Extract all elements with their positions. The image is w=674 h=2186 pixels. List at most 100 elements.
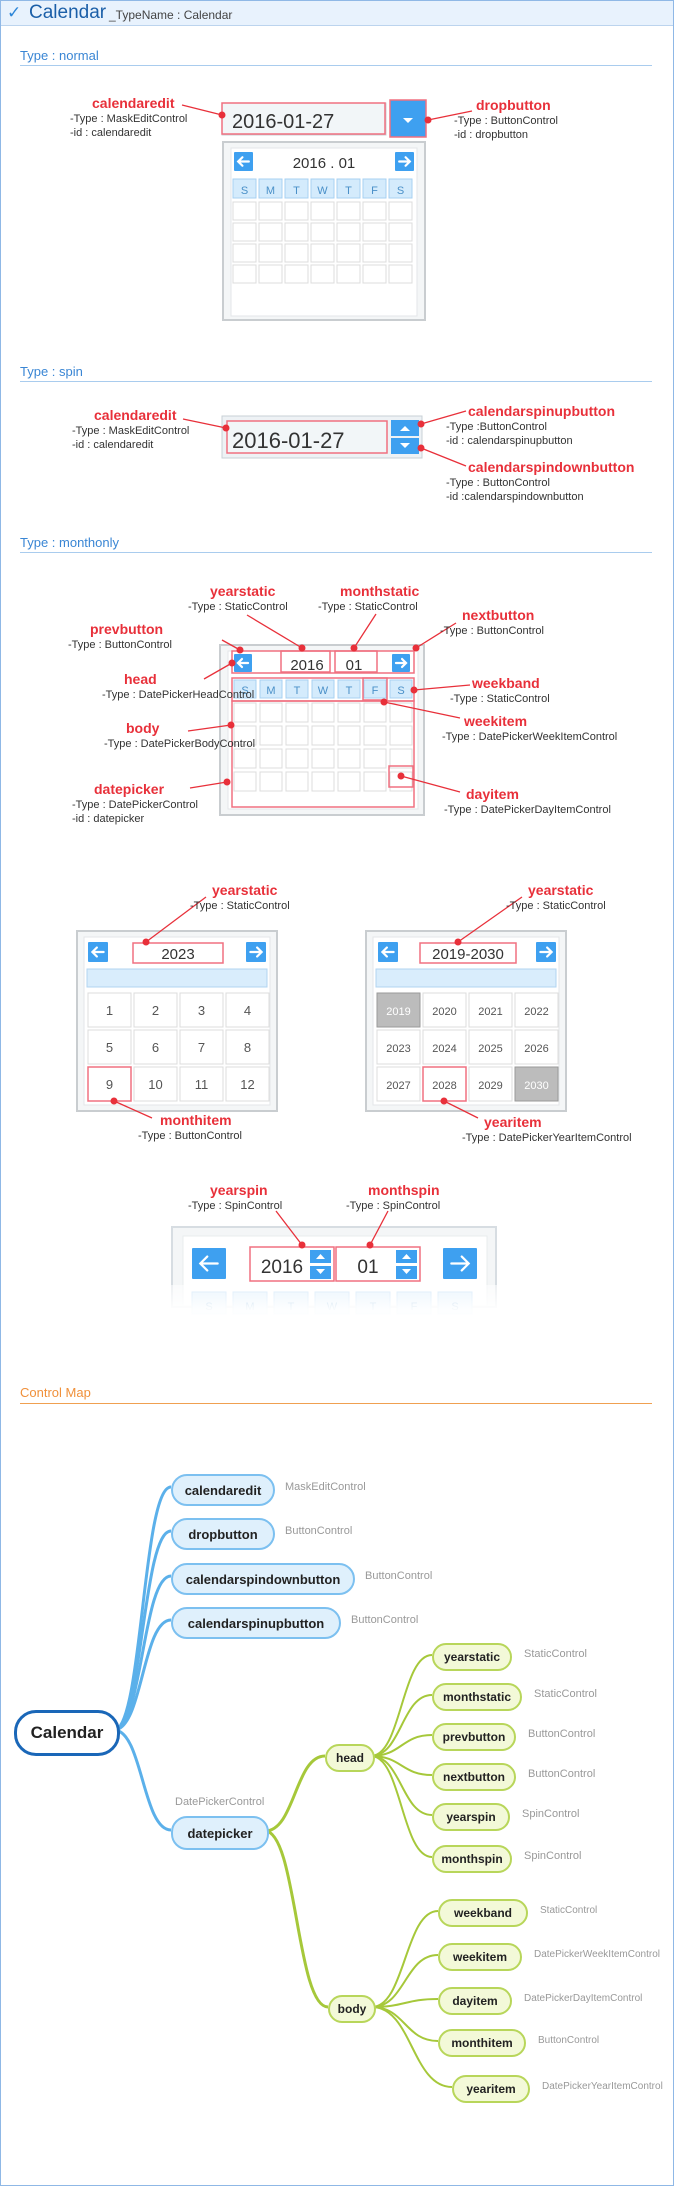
month-item[interactable] xyxy=(225,1066,270,1102)
month-item[interactable] xyxy=(133,1066,178,1102)
day-cell[interactable] xyxy=(310,222,335,242)
year-static-text: 2016 xyxy=(290,657,323,674)
day-cell[interactable] xyxy=(337,748,361,769)
mindmap-type-weekband: StaticControl xyxy=(540,1905,598,1916)
day-cell[interactable] xyxy=(259,771,283,792)
weekday-cell xyxy=(258,178,283,199)
day-cell[interactable] xyxy=(285,725,309,746)
day-cell[interactable] xyxy=(311,748,335,769)
head-dot xyxy=(228,659,236,667)
year-item[interactable] xyxy=(376,992,421,1028)
day-cell[interactable] xyxy=(232,264,257,284)
weekday-label: T xyxy=(346,685,353,697)
year-text: 2023 xyxy=(161,946,194,963)
day-cell[interactable] xyxy=(388,222,413,242)
day-cell[interactable] xyxy=(285,771,309,792)
day-cell[interactable] xyxy=(362,243,387,263)
calendaredit-dot xyxy=(218,111,226,119)
day-cell[interactable] xyxy=(336,243,361,263)
day-cell[interactable] xyxy=(363,725,387,746)
year-item-label: 2024 xyxy=(432,1043,456,1055)
month-item[interactable] xyxy=(87,992,132,1028)
day-cell[interactable] xyxy=(233,748,257,769)
day-cell[interactable] xyxy=(311,702,335,723)
day-cell[interactable] xyxy=(259,702,283,723)
monthspin-type-note: -Type : SpinControl xyxy=(346,1200,441,1212)
year-item[interactable] xyxy=(468,992,513,1028)
calendarspindownbutton-type-note: -Type : ButtonControl xyxy=(446,477,550,489)
month-item[interactable] xyxy=(133,1029,178,1065)
day-cell[interactable] xyxy=(311,771,335,792)
day-cell[interactable] xyxy=(388,243,413,263)
year-item[interactable] xyxy=(514,1066,559,1102)
weekband-dot xyxy=(410,686,418,694)
month-item[interactable] xyxy=(87,1029,132,1065)
day-cell[interactable] xyxy=(337,771,361,792)
day-cell[interactable] xyxy=(362,201,387,221)
day-cell[interactable] xyxy=(284,264,309,284)
day-cell[interactable] xyxy=(362,264,387,284)
day-cell[interactable] xyxy=(285,702,309,723)
dayitem-leader xyxy=(400,775,461,793)
arrow-right-icon xyxy=(539,946,554,958)
day-cell[interactable] xyxy=(232,222,257,242)
day-cell[interactable] xyxy=(336,201,361,221)
day-cell[interactable] xyxy=(232,201,257,221)
month-item[interactable] xyxy=(179,1029,224,1065)
year-item[interactable] xyxy=(514,992,559,1028)
month-item[interactable] xyxy=(179,992,224,1028)
branch-weekband xyxy=(371,1910,439,2008)
day-cell[interactable] xyxy=(310,201,335,221)
year-item[interactable] xyxy=(422,1029,467,1065)
day-cell[interactable] xyxy=(388,201,413,221)
day-cell[interactable] xyxy=(258,243,283,263)
day-cell[interactable] xyxy=(363,771,387,792)
yearstatic-annotation: yearstatic xyxy=(210,583,276,599)
body-leader xyxy=(187,724,232,732)
year-item[interactable] xyxy=(468,1029,513,1065)
branch-dayitem xyxy=(371,1998,439,2008)
weekday-label: S xyxy=(241,185,248,197)
day-cell[interactable] xyxy=(232,243,257,263)
day-cell[interactable] xyxy=(363,702,387,723)
day-cell[interactable] xyxy=(389,725,413,746)
day-cell[interactable] xyxy=(310,264,335,284)
day-cell[interactable] xyxy=(233,771,257,792)
day-cell[interactable] xyxy=(389,702,413,723)
head-text: 2016 . 01 xyxy=(293,155,356,172)
day-cell[interactable] xyxy=(362,222,387,242)
day-cell[interactable] xyxy=(284,201,309,221)
day-cell[interactable] xyxy=(259,748,283,769)
day-cell[interactable] xyxy=(337,702,361,723)
day-cell[interactable] xyxy=(259,725,283,746)
month-item[interactable] xyxy=(225,992,270,1028)
day-cell[interactable] xyxy=(258,264,283,284)
year-item[interactable] xyxy=(422,992,467,1028)
month-item[interactable] xyxy=(133,992,178,1028)
day-cell[interactable] xyxy=(233,725,257,746)
day-cell[interactable] xyxy=(258,201,283,221)
day-cell[interactable] xyxy=(363,748,387,769)
year-item[interactable] xyxy=(514,1029,559,1065)
day-cell[interactable] xyxy=(284,243,309,263)
day-cell[interactable] xyxy=(336,222,361,242)
day-cell[interactable] xyxy=(284,222,309,242)
day-cell[interactable] xyxy=(389,748,413,769)
month-item[interactable] xyxy=(179,1066,224,1102)
day-cell[interactable] xyxy=(337,725,361,746)
calendar-edit-box[interactable] xyxy=(226,420,388,454)
year-item[interactable] xyxy=(376,1066,421,1102)
day-cell[interactable] xyxy=(258,222,283,242)
month-item[interactable] xyxy=(225,1029,270,1065)
weekitem-type-note: -Type : DatePickerWeekItemControl xyxy=(442,731,618,743)
year-item[interactable] xyxy=(376,1029,421,1065)
year-item[interactable] xyxy=(468,1066,513,1102)
day-cell[interactable] xyxy=(388,264,413,284)
day-cell[interactable] xyxy=(310,243,335,263)
day-cell[interactable] xyxy=(233,702,257,723)
day-cell[interactable] xyxy=(336,264,361,284)
day-cell[interactable] xyxy=(285,748,309,769)
week-band xyxy=(375,968,557,988)
day-cell[interactable] xyxy=(311,725,335,746)
mindmap-type-monthitem: ButtonControl xyxy=(538,2035,600,2046)
